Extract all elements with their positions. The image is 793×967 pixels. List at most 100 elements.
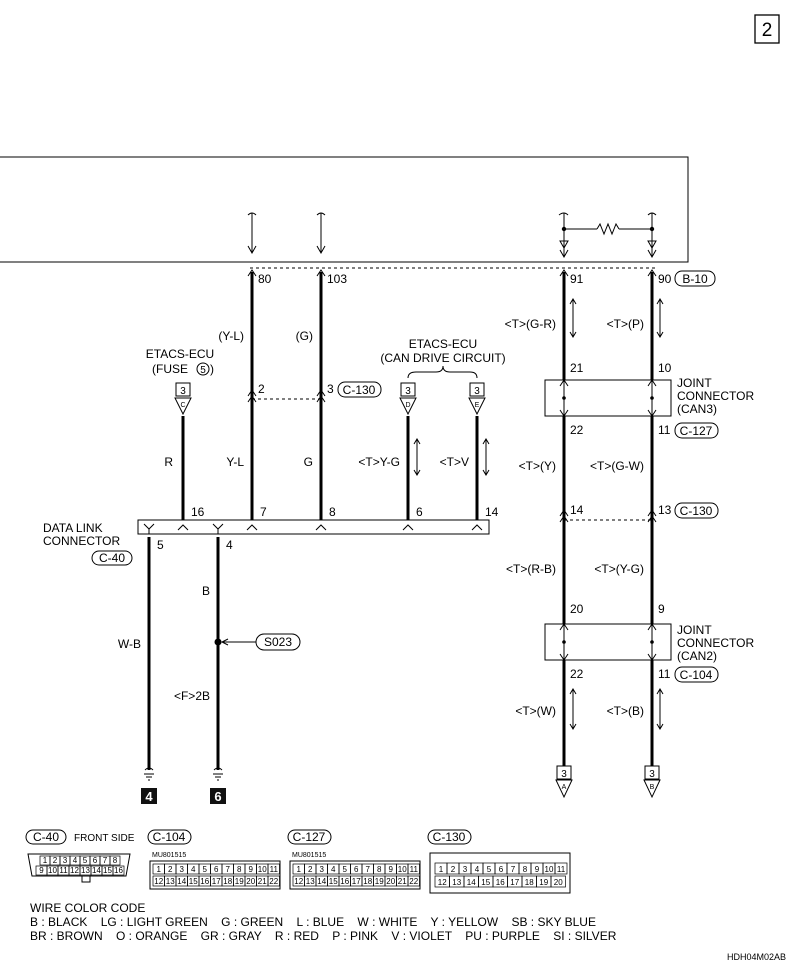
c104-pin-label: 11 [270,865,279,874]
svg-text:<T>(R-B): <T>(R-B) [506,562,556,576]
c40-pin-label: 3 [63,856,68,865]
c104-pin-label: 8 [237,865,242,874]
c40-pin-label: 15 [103,866,112,875]
svg-text:(CAN2): (CAN2) [677,649,717,663]
svg-text:5: 5 [157,538,164,552]
svg-text:22: 22 [570,423,584,437]
c127-pin-label: 18 [363,877,372,886]
wire-color-6: <T>Y-G [358,455,400,469]
wire-color-14: <T>V [440,455,469,469]
wire-color-80: (Y-L) [218,329,244,343]
legend-line-1: B : BLACK LG : LIGHT GREEN G : GREEN L :… [30,915,596,929]
c127-pin-label: 20 [386,877,395,886]
svg-text:): ) [210,362,214,376]
svg-text:CONNECTOR: CONNECTOR [677,389,754,403]
pin-80: 80 [258,272,272,286]
c130-pin-label: 20 [554,878,563,887]
svg-text:JOINT: JOINT [677,623,712,637]
legend-title: WIRE COLOR CODE [30,901,145,915]
view-c40-side: FRONT SIDE [74,833,135,844]
svg-text:16: 16 [191,505,205,519]
wire-color-91: <T>(G-R) [505,317,556,331]
svg-text:MU801515: MU801515 [292,852,326,859]
c127-pin-label: 19 [375,877,384,886]
splice-s023: S023 [264,635,292,649]
connector-b10: B-10 [682,272,708,286]
c130-pin-cell [550,875,566,888]
etacs-can-title: ETACS-ECU [409,337,477,351]
svg-text:6: 6 [416,505,423,519]
c130-pin-3: 3 [327,382,334,396]
c127-pin-label: 3 [320,865,325,874]
c40-pin-label: 10 [48,866,57,875]
c130-pin-label: 15 [481,878,490,887]
wire-color-103: (G) [296,329,313,343]
c104-pin-label: 17 [212,877,221,886]
connector-c104: C-104 [680,668,713,682]
c104-pin-label: 14 [177,877,186,886]
svg-text:3: 3 [474,386,480,397]
c130-pin-label: 9 [535,865,540,874]
c130-pin-label: 17 [510,878,519,887]
c40-pin-label: 9 [39,866,44,875]
c127-pin-label: 12 [294,877,303,886]
svg-text:3: 3 [561,769,567,780]
c40-pin-label: 14 [92,866,101,875]
wire-color-8: G [304,455,313,469]
c40-pin-label: 12 [70,866,79,875]
view-c104-name: C-104 [153,830,186,844]
c127-pin-label: 16 [340,877,349,886]
c130-pin-label: 19 [539,878,548,887]
c104-pin-label: 21 [258,877,267,886]
pin-90: 90 [658,272,672,286]
c40-pin-label: 13 [81,866,90,875]
ground-6: 6 [214,789,221,804]
c127-pin-cell [407,875,420,887]
c40-pin-label: 4 [73,856,78,865]
svg-text:9: 9 [658,602,665,616]
c104-pin-label: 16 [200,877,209,886]
svg-text:<T>(Y-G): <T>(Y-G) [594,562,644,576]
c127-pin-label: 22 [409,877,418,886]
svg-text:14: 14 [485,505,499,519]
fuse-page-ref: 3 [180,386,186,397]
ground-4: 4 [145,789,153,804]
svg-text:E: E [475,402,480,409]
c104-pin-label: 15 [189,877,198,886]
etacs-fuse-title: ETACS-ECU [146,347,214,361]
fuse-ref-letter: C [180,402,185,409]
c104-pin-label: 4 [191,865,196,874]
c40-pin-label: 1 [43,856,48,865]
svg-text:10: 10 [658,361,672,375]
dlc-title-2: CONNECTOR [43,534,120,548]
c40-pin-label: 2 [53,856,58,865]
fuse-number: 5 [200,365,206,376]
module-box [0,156,689,263]
c130-pin-cell [554,862,568,875]
c104-pin-label: 20 [246,877,255,886]
c104-pin-label: 10 [258,865,267,874]
svg-text:22: 22 [570,667,584,681]
c130-pin-label: 5 [487,865,492,874]
c104-pin-label: 22 [269,877,278,886]
svg-text:11: 11 [658,423,671,437]
pin-91: 91 [570,272,584,286]
c127-pin-label: 13 [306,877,315,886]
legend-line-2: BR : BROWN O : ORANGE GR : GRAY R : RED … [30,929,617,943]
svg-text:13: 13 [658,503,672,517]
pin-103: 103 [327,272,347,286]
joint-connector-can3 [544,379,672,417]
view-c127-name: C-127 [293,830,326,844]
c40-pin-label: 5 [83,856,88,865]
svg-text:(CAN3): (CAN3) [677,402,717,416]
wire-color-r: R [164,455,173,469]
etacs-can-sub: (CAN DRIVE CIRCUIT) [380,351,505,365]
view-c130-name: C-130 [433,830,466,844]
c127-pin-label: 21 [398,877,407,886]
c130-pin-label: 7 [511,865,516,874]
svg-text:MU801515: MU801515 [152,852,186,859]
c130-pin-label: 13 [452,878,461,887]
c127-pin-label: 9 [389,865,394,874]
connector-c40: C-40 [99,551,125,565]
